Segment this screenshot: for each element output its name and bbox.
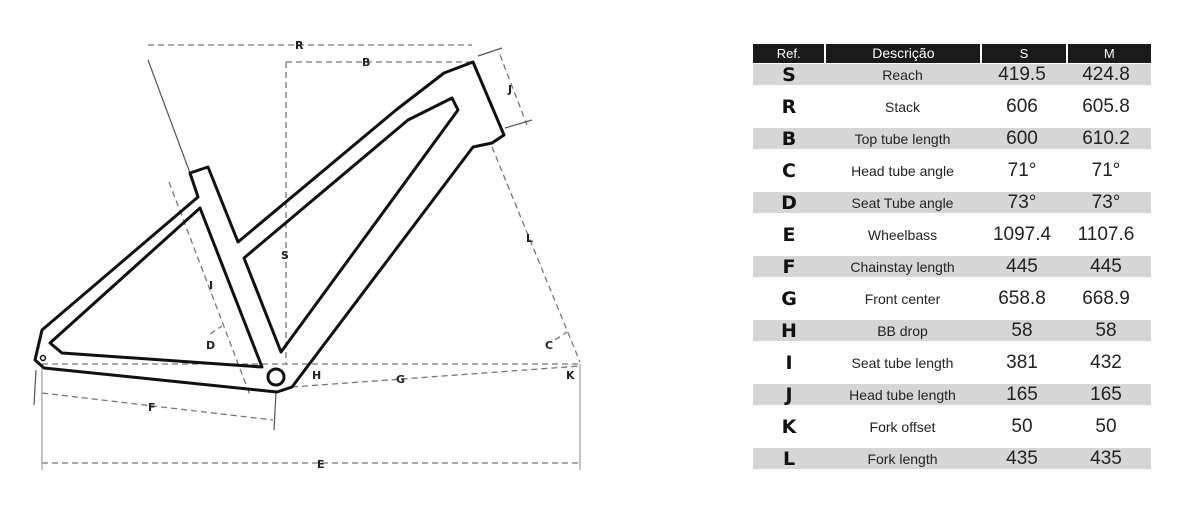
table-header: Ref. Descrição S M	[753, 44, 1151, 63]
row-value-m: 58	[1095, 319, 1117, 341]
row-description: Reach	[882, 66, 923, 83]
row-description: Seat tube length	[851, 354, 954, 371]
label-S: S	[281, 249, 289, 262]
row-ref: H	[781, 319, 797, 342]
label-D: D	[206, 339, 215, 352]
row-value-m: 445	[1090, 255, 1122, 277]
header-ref: Ref.	[753, 44, 825, 63]
row-description: Head tube angle	[851, 162, 954, 179]
row-value-s: 658.8	[998, 287, 1046, 309]
table-row: S Reach 419.5 424.8	[753, 63, 1151, 86]
row-value-m: 50	[1095, 415, 1117, 437]
row-value-m: 73°	[1091, 191, 1121, 213]
row-description: Front center	[864, 290, 941, 307]
label-F: F	[148, 401, 156, 414]
row-value-s: 600	[1006, 127, 1038, 149]
table-row: H BB drop 58 58	[753, 319, 1151, 342]
label-H: H	[312, 369, 321, 382]
header-size-s: S	[982, 44, 1066, 63]
table-row: K Fork offset 50 50	[753, 406, 1151, 447]
row-ref: R	[781, 95, 797, 118]
row-ref: D	[781, 191, 797, 214]
bike-frame	[33, 60, 506, 394]
table-row: C Head tube angle 71° 71°	[753, 150, 1151, 191]
row-description: Seat Tube angle	[851, 194, 954, 211]
row-value-m: 71°	[1091, 159, 1121, 181]
row-value-s: 381	[1006, 351, 1038, 373]
row-value-s: 50	[1011, 415, 1033, 437]
row-value-s: 1097.4	[992, 223, 1052, 245]
row-value-s: 445	[1006, 255, 1038, 277]
row-ref: C	[782, 159, 796, 182]
row-value-m: 668.9	[1082, 287, 1130, 309]
row-description: Stack	[884, 98, 920, 115]
row-description: Head tube length	[849, 386, 956, 403]
label-K: K	[566, 369, 575, 382]
row-value-m: 435	[1090, 447, 1122, 469]
row-description: BB drop	[877, 322, 928, 339]
label-C: C	[545, 339, 553, 352]
label-G: G	[396, 373, 405, 386]
row-value-s: 71°	[1007, 159, 1037, 181]
row-ref: I	[785, 351, 793, 374]
label-L: L	[526, 232, 533, 245]
frame-geometry-diagram: R B J S L I D C H G K F E	[33, 39, 581, 471]
row-value-s: 435	[1006, 447, 1038, 469]
row-ref: F	[782, 255, 796, 278]
row-ref: L	[782, 447, 796, 470]
table-row: D Seat Tube angle 73° 73°	[753, 191, 1151, 214]
table-row: E Wheelbass 1097.4 1107.6	[753, 214, 1151, 255]
row-ref: J	[785, 383, 793, 406]
row-description: Wheelbass	[867, 226, 938, 243]
label-R: R	[295, 39, 304, 52]
row-description: Top tube length	[854, 130, 951, 147]
table-row: L Fork length 435 435	[753, 447, 1151, 470]
table-row: J Head tube length 165 165	[753, 383, 1151, 406]
row-ref: S	[782, 63, 796, 86]
dimension-lines	[41, 44, 581, 464]
row-ref: K	[781, 415, 797, 438]
row-value-m: 165	[1090, 383, 1122, 405]
row-value-s: 606	[1006, 95, 1038, 117]
row-value-m: 605.8	[1082, 95, 1130, 117]
label-I: I	[209, 279, 213, 292]
row-description: Fork length	[867, 450, 938, 467]
row-value-s: 58	[1011, 319, 1033, 341]
table-row: R Stack 606 605.8	[753, 86, 1151, 127]
row-value-m: 610.2	[1082, 127, 1130, 149]
row-value-m: 432	[1090, 351, 1122, 373]
table-row: I Seat tube length 381 432	[753, 342, 1151, 383]
row-ref: B	[781, 127, 797, 150]
row-value-s: 165	[1006, 383, 1038, 405]
row-value-s: 419.5	[998, 63, 1046, 85]
table-row: B Top tube length 600 610.2	[753, 127, 1151, 150]
header-size-m: M	[1067, 44, 1151, 63]
table-row: F Chainstay length 445 445	[753, 255, 1151, 278]
row-value-m: 1107.6	[1077, 223, 1135, 245]
label-E: E	[317, 458, 325, 471]
label-J: J	[507, 83, 512, 96]
row-description: Fork offset	[869, 418, 936, 435]
header-description: Descrição	[826, 44, 981, 63]
row-value-s: 73°	[1007, 191, 1037, 213]
row-ref: G	[781, 287, 797, 310]
table-row: G Front center 658.8 668.9	[753, 278, 1151, 319]
row-description: Chainstay length	[850, 258, 955, 275]
row-value-m: 424.8	[1082, 63, 1130, 85]
label-B: B	[362, 56, 370, 69]
row-ref: E	[782, 223, 796, 246]
